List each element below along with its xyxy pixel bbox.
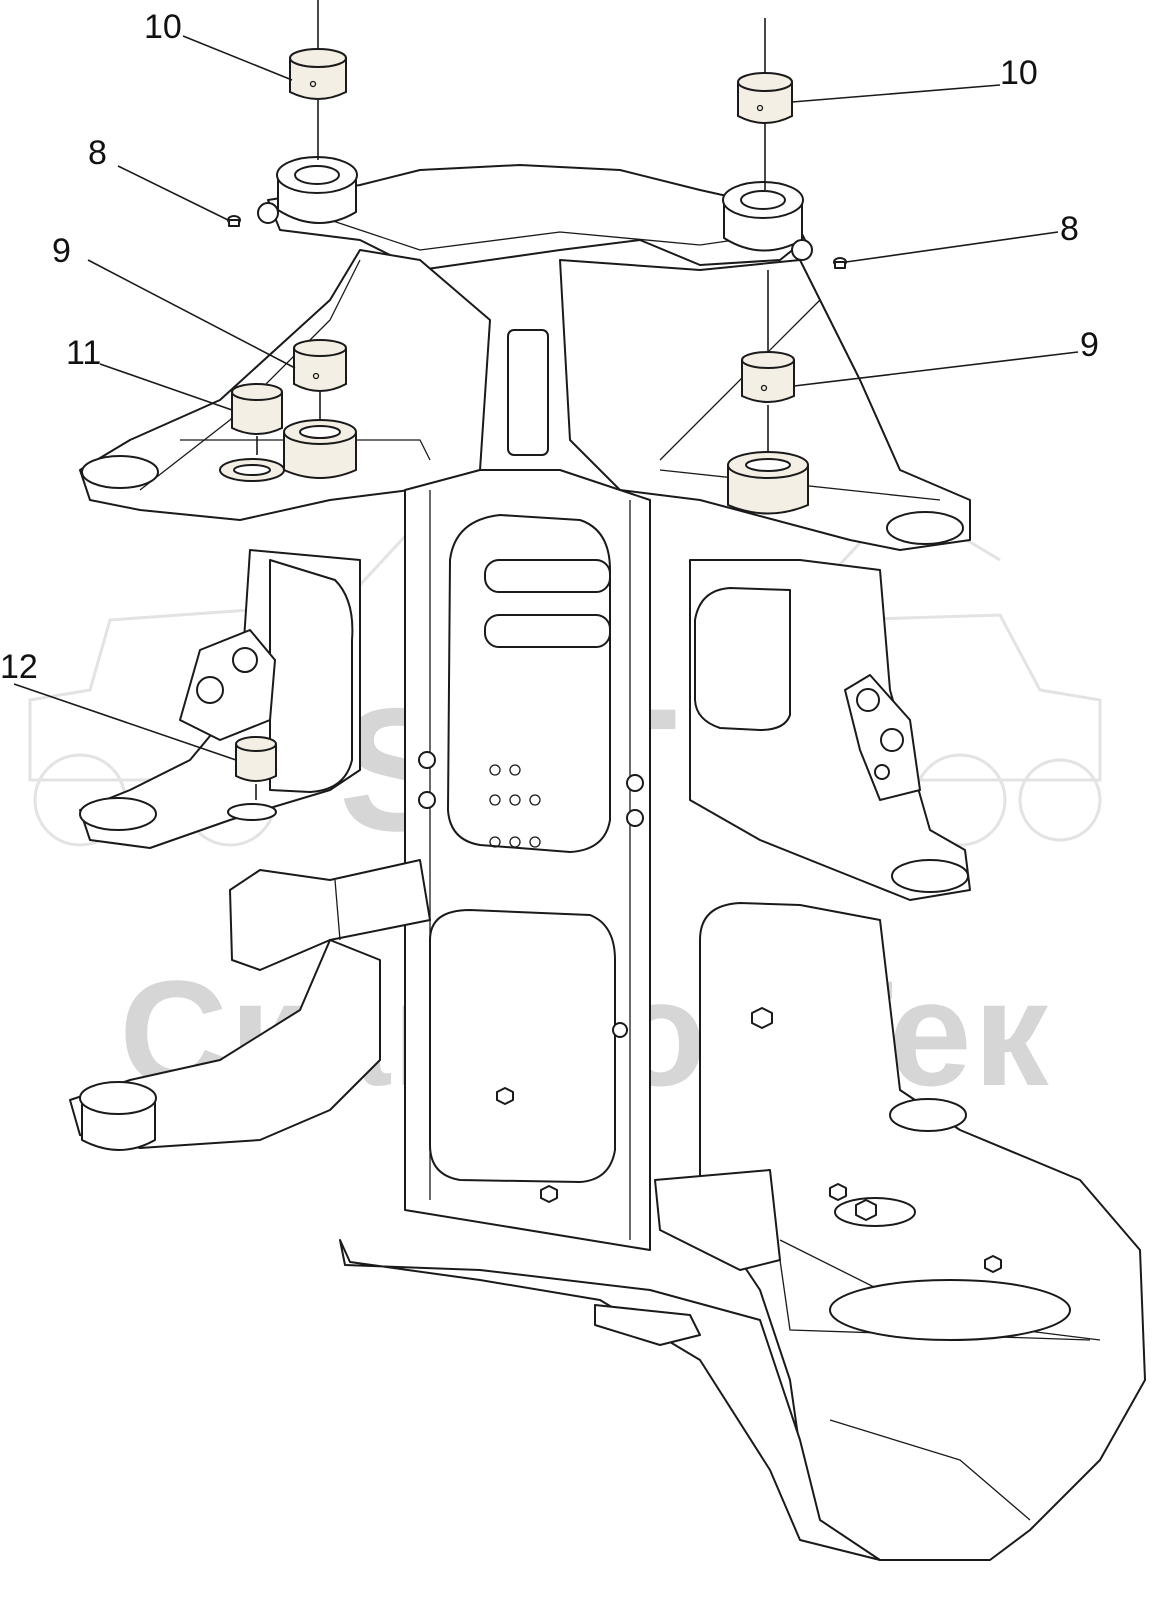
- pivot-housing-right: [722, 181, 813, 261]
- bushing-10-right: [737, 18, 793, 190]
- side-boss-right: [791, 239, 813, 261]
- window-holes: [489, 764, 541, 848]
- callout-11: 11: [66, 334, 101, 372]
- mid-right-window: [694, 587, 791, 731]
- callout-10-left: 10: [144, 8, 182, 46]
- pad-upper-left: [81, 455, 159, 489]
- callout-leaders: [13, 35, 1079, 761]
- lower-window: [429, 909, 616, 1183]
- vertical-bracket-right: [654, 1169, 781, 1271]
- mid-left-lugs: [179, 629, 276, 741]
- mid-left-window: [269, 559, 354, 793]
- pads: [79, 455, 969, 1151]
- upper-left-arm: [79, 249, 491, 521]
- bottom-plate: [594, 1304, 701, 1346]
- bushing-12: [227, 736, 277, 821]
- left-bracket: [229, 859, 431, 971]
- pad-mid-right: [891, 859, 969, 893]
- bolt-8-left: [227, 215, 241, 227]
- window-slot-2: [484, 614, 611, 648]
- lower-right-ring: [829, 1279, 1071, 1341]
- pad-lower-left: [79, 1081, 157, 1115]
- callout-8-left: 8: [88, 134, 107, 172]
- upper-right-arm: [559, 259, 971, 551]
- side-boss-left: [257, 202, 279, 224]
- pad-lower-right: [889, 1098, 967, 1132]
- center-pillar: [507, 329, 549, 456]
- pad-upper-right: [886, 511, 964, 545]
- main-frame: [69, 164, 1146, 1561]
- callout-12: 12: [0, 648, 38, 686]
- pad-mid-left: [79, 797, 157, 831]
- nuts: [418, 751, 1002, 1273]
- pivot-housing-left: [257, 156, 358, 224]
- bushing-11: [219, 383, 285, 482]
- bottom-beam: [339, 1239, 881, 1561]
- bushing-9-right: [727, 270, 809, 515]
- window-slot-1: [484, 559, 611, 593]
- mid-right-lugs: [844, 674, 921, 801]
- callout-9-left: 9: [52, 232, 71, 270]
- bolt-8-right: [833, 257, 847, 269]
- callout-8-right: 8: [1060, 210, 1079, 248]
- callout-labels: 10 10 8 8 9 9 11 12: [0, 8, 1099, 686]
- bushing-10-left: [289, 0, 347, 160]
- callout-9-right: 9: [1080, 326, 1099, 364]
- callout-10-right: 10: [1000, 54, 1038, 92]
- bushing-9-left: [283, 339, 357, 479]
